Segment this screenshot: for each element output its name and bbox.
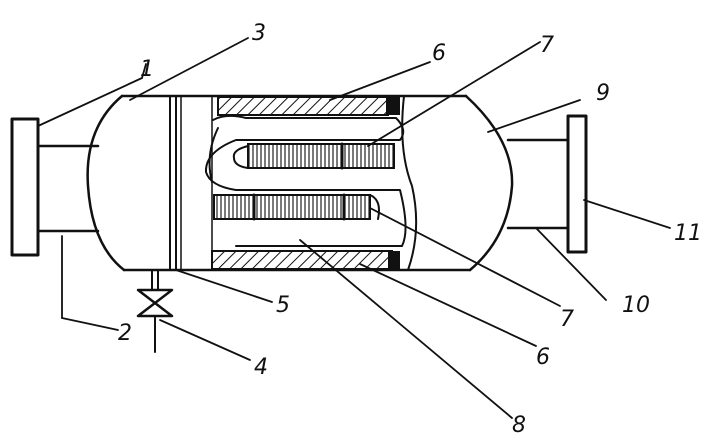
label-6-top: 6 [432,41,446,66]
label-7-bottom: 7 [560,307,574,332]
label-10: 10 [622,293,650,318]
left-head [86,94,126,272]
outlet-pipe [506,138,570,230]
label-8: 8 [512,413,526,438]
label-4: 4 [254,355,268,380]
label-11: 11 [674,221,702,246]
vessel-shell [120,94,472,272]
top-shell-insert [217,96,400,116]
inlet-pipe [36,144,100,233]
label-5: 5 [276,293,290,318]
channel-inner-bend [208,127,219,183]
serpentine-channel [204,114,407,247]
label-7-top: 7 [540,33,554,58]
partition-plate [169,95,182,271]
drain-valve [136,269,174,353]
right-head [464,94,514,272]
inlet-flange [10,117,40,257]
outlet-flange [566,114,588,254]
leader-lines [37,37,671,419]
label-6-bottom: 6 [536,345,550,370]
label-2: 2 [118,321,132,346]
label-1: 1 [140,57,154,82]
label-3: 3 [252,21,266,46]
bottom-shell-insert [211,250,400,270]
lower-heating-rod [213,193,380,221]
upper-heating-rod [232,142,395,170]
label-9: 9 [596,81,610,106]
